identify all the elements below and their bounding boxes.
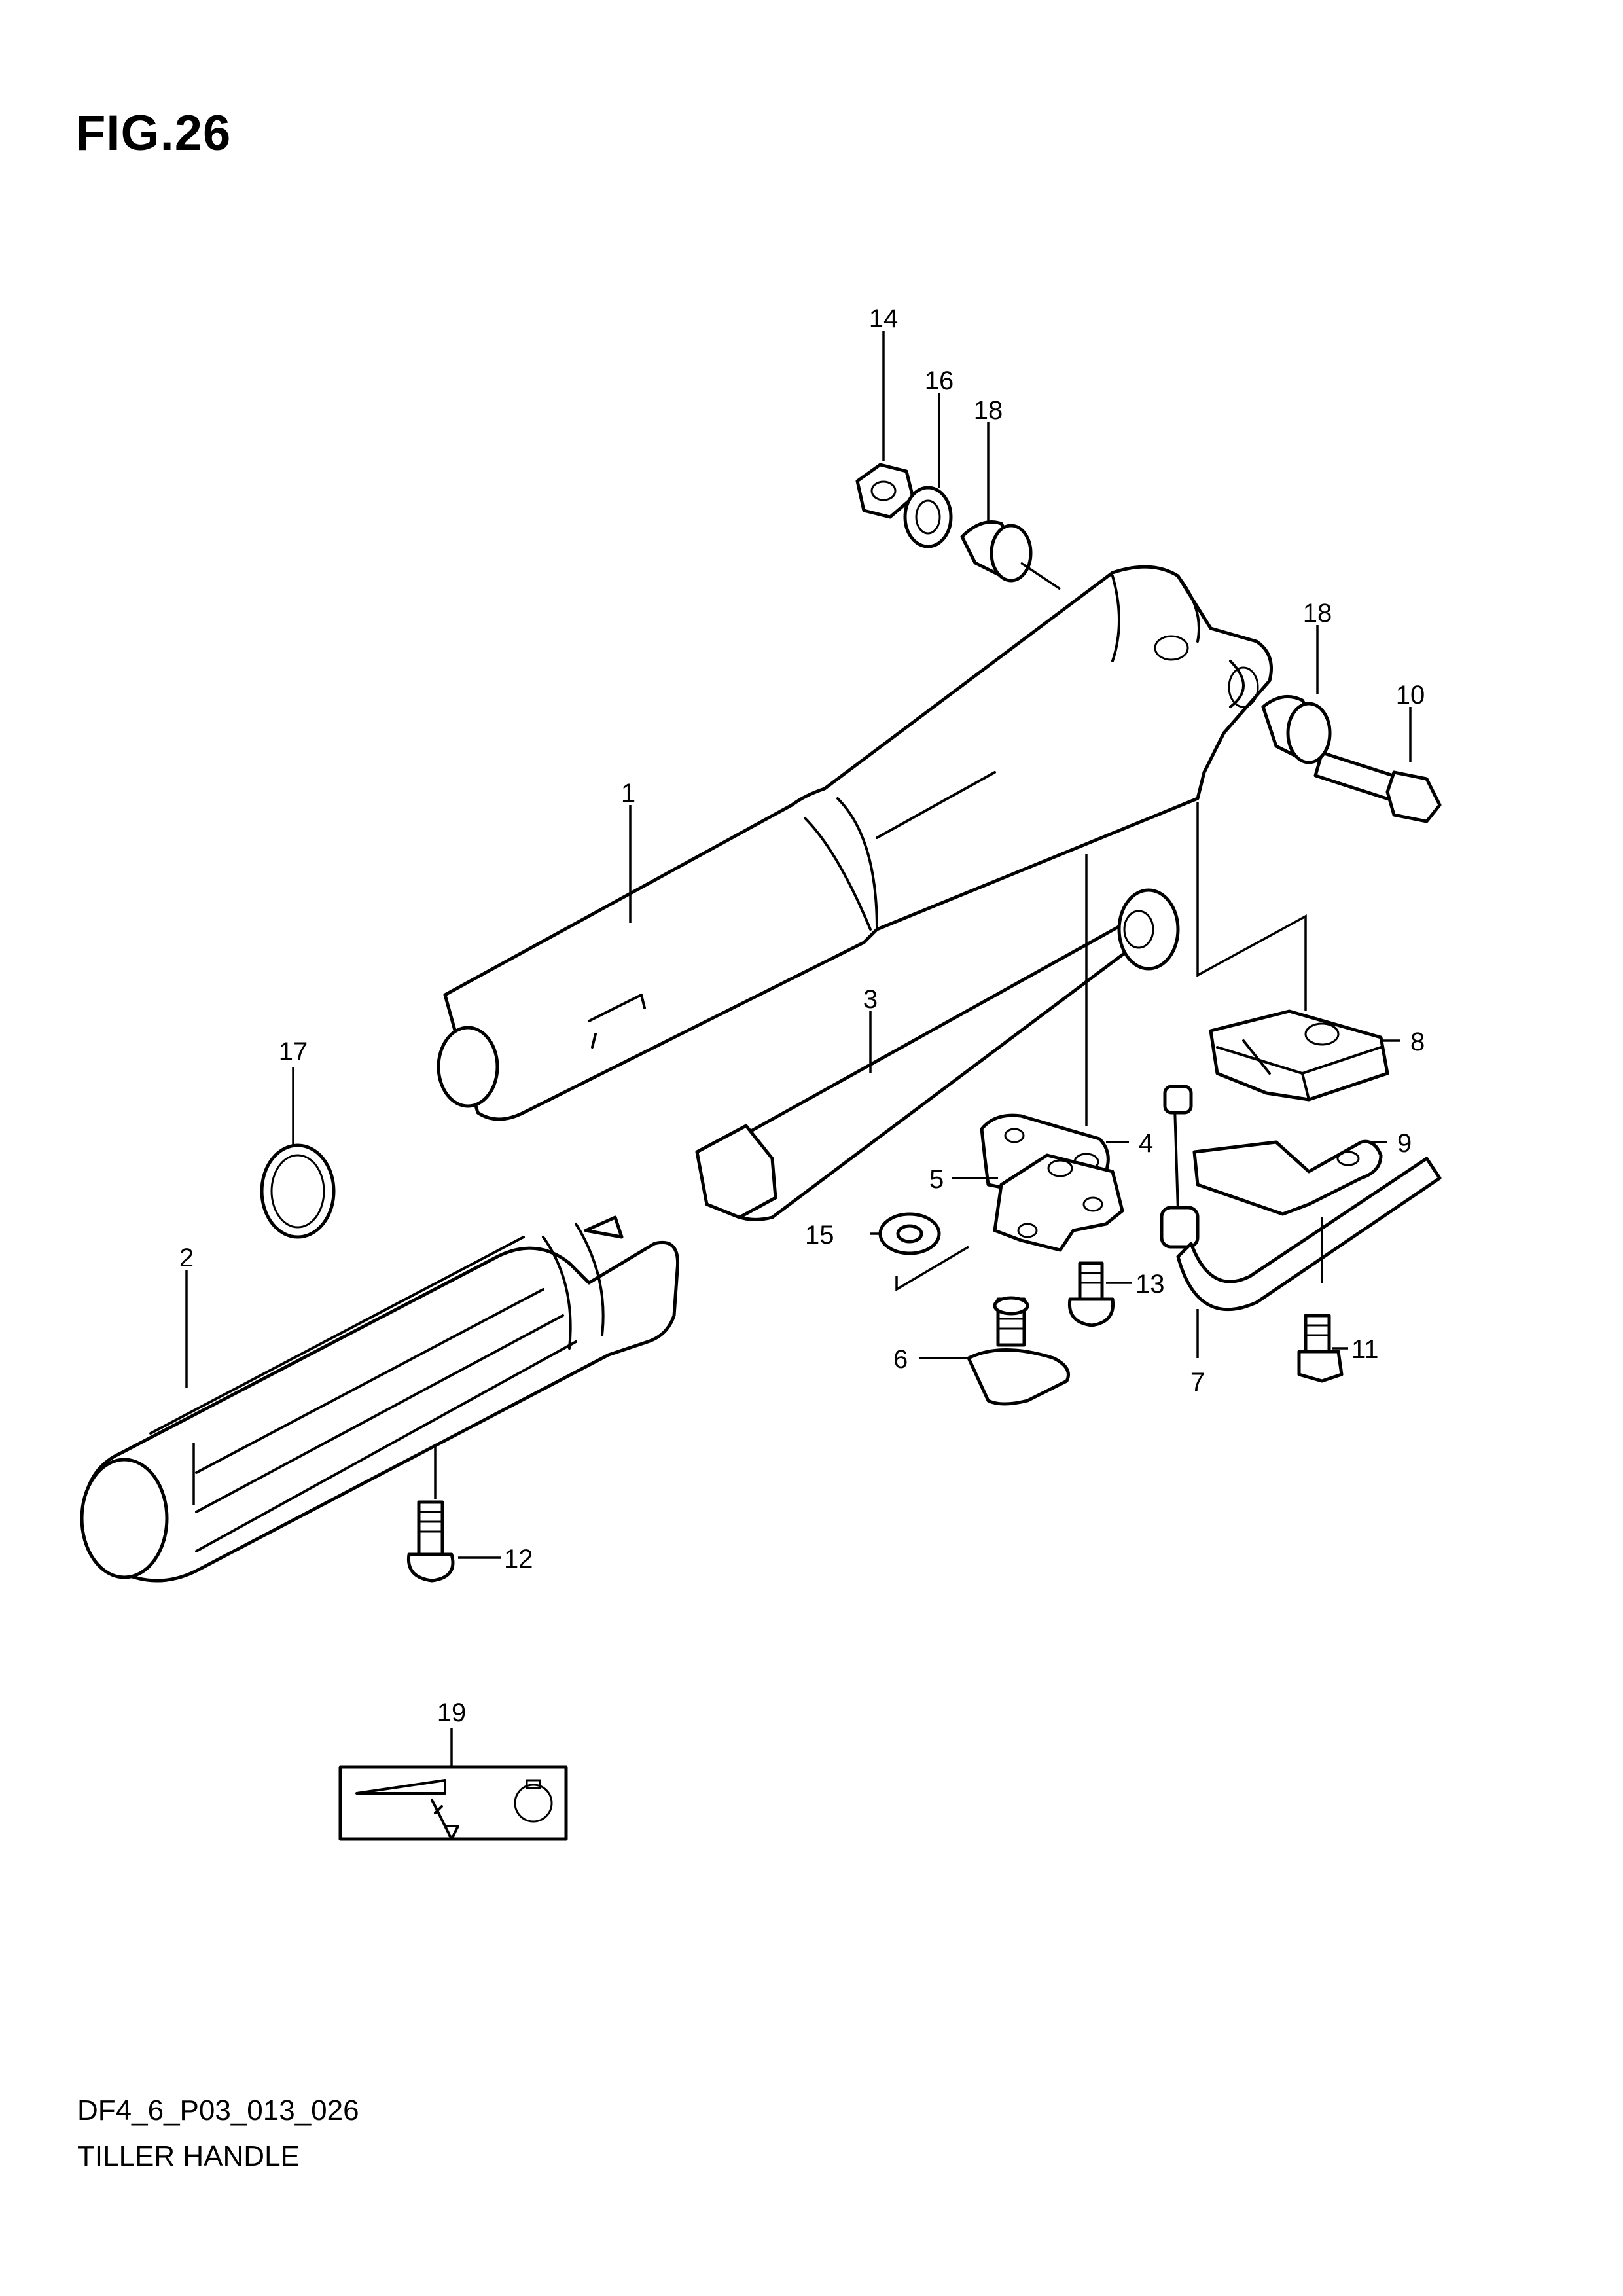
callout-5: 5	[929, 1165, 944, 1194]
part-12-screw	[406, 1500, 455, 1583]
part-6-friction-knob	[967, 1296, 1070, 1406]
callout-8: 8	[1410, 1028, 1425, 1056]
part-17-o-ring	[260, 1143, 336, 1239]
part-10-pivot-bolt	[1313, 751, 1442, 823]
callout-18-lower: 18	[1303, 599, 1332, 628]
figure-name: TILLER HANDLE	[77, 2140, 300, 2172]
part-1-tiller-handle-body	[437, 565, 1273, 1121]
callout-10: 10	[1396, 681, 1425, 709]
callout-19: 19	[437, 1698, 467, 1727]
part-13-screw	[1067, 1261, 1115, 1327]
callout-4: 4	[1139, 1129, 1153, 1158]
part-7-stop-cable	[1160, 1085, 1442, 1312]
part-8-switch-block	[1209, 1009, 1389, 1102]
part-15-lock-washer	[878, 1212, 941, 1255]
part-16-washer	[903, 486, 953, 548]
part-11-bolt	[1297, 1314, 1344, 1383]
callout-14: 14	[869, 304, 899, 333]
callout-15: 15	[805, 1221, 834, 1249]
callout-6: 6	[893, 1345, 908, 1374]
callout-labels: 1 2 3 4 5 6 7 8 9 10 11 12 13 14 15 16 1…	[179, 304, 1425, 1727]
part-3-throttle-shaft	[695, 888, 1180, 1221]
callout-18-upper: 18	[974, 396, 1003, 425]
part-9-cable-plate	[1192, 1139, 1383, 1216]
figure-title: FIG.26	[75, 105, 232, 161]
callout-9: 9	[1397, 1129, 1412, 1158]
part-19-throttle-decal	[338, 1765, 568, 1841]
part-5-bracket	[993, 1153, 1124, 1252]
part-18-bushing-upper	[960, 520, 1033, 583]
part-2-throttle-grip	[80, 1215, 680, 1583]
callout-2: 2	[179, 1244, 194, 1272]
callout-16: 16	[925, 367, 954, 395]
figure-code: DF4_6_P03_013_026	[77, 2094, 359, 2126]
callout-11: 11	[1351, 1335, 1379, 1364]
leader-lines	[185, 331, 1412, 1767]
callout-1: 1	[621, 779, 635, 808]
callout-17: 17	[279, 1037, 308, 1066]
callout-7: 7	[1190, 1368, 1205, 1397]
part-18-bushing-lower	[1261, 694, 1332, 764]
callout-3: 3	[863, 985, 878, 1014]
callout-13: 13	[1135, 1270, 1165, 1299]
callout-12: 12	[504, 1545, 533, 1573]
